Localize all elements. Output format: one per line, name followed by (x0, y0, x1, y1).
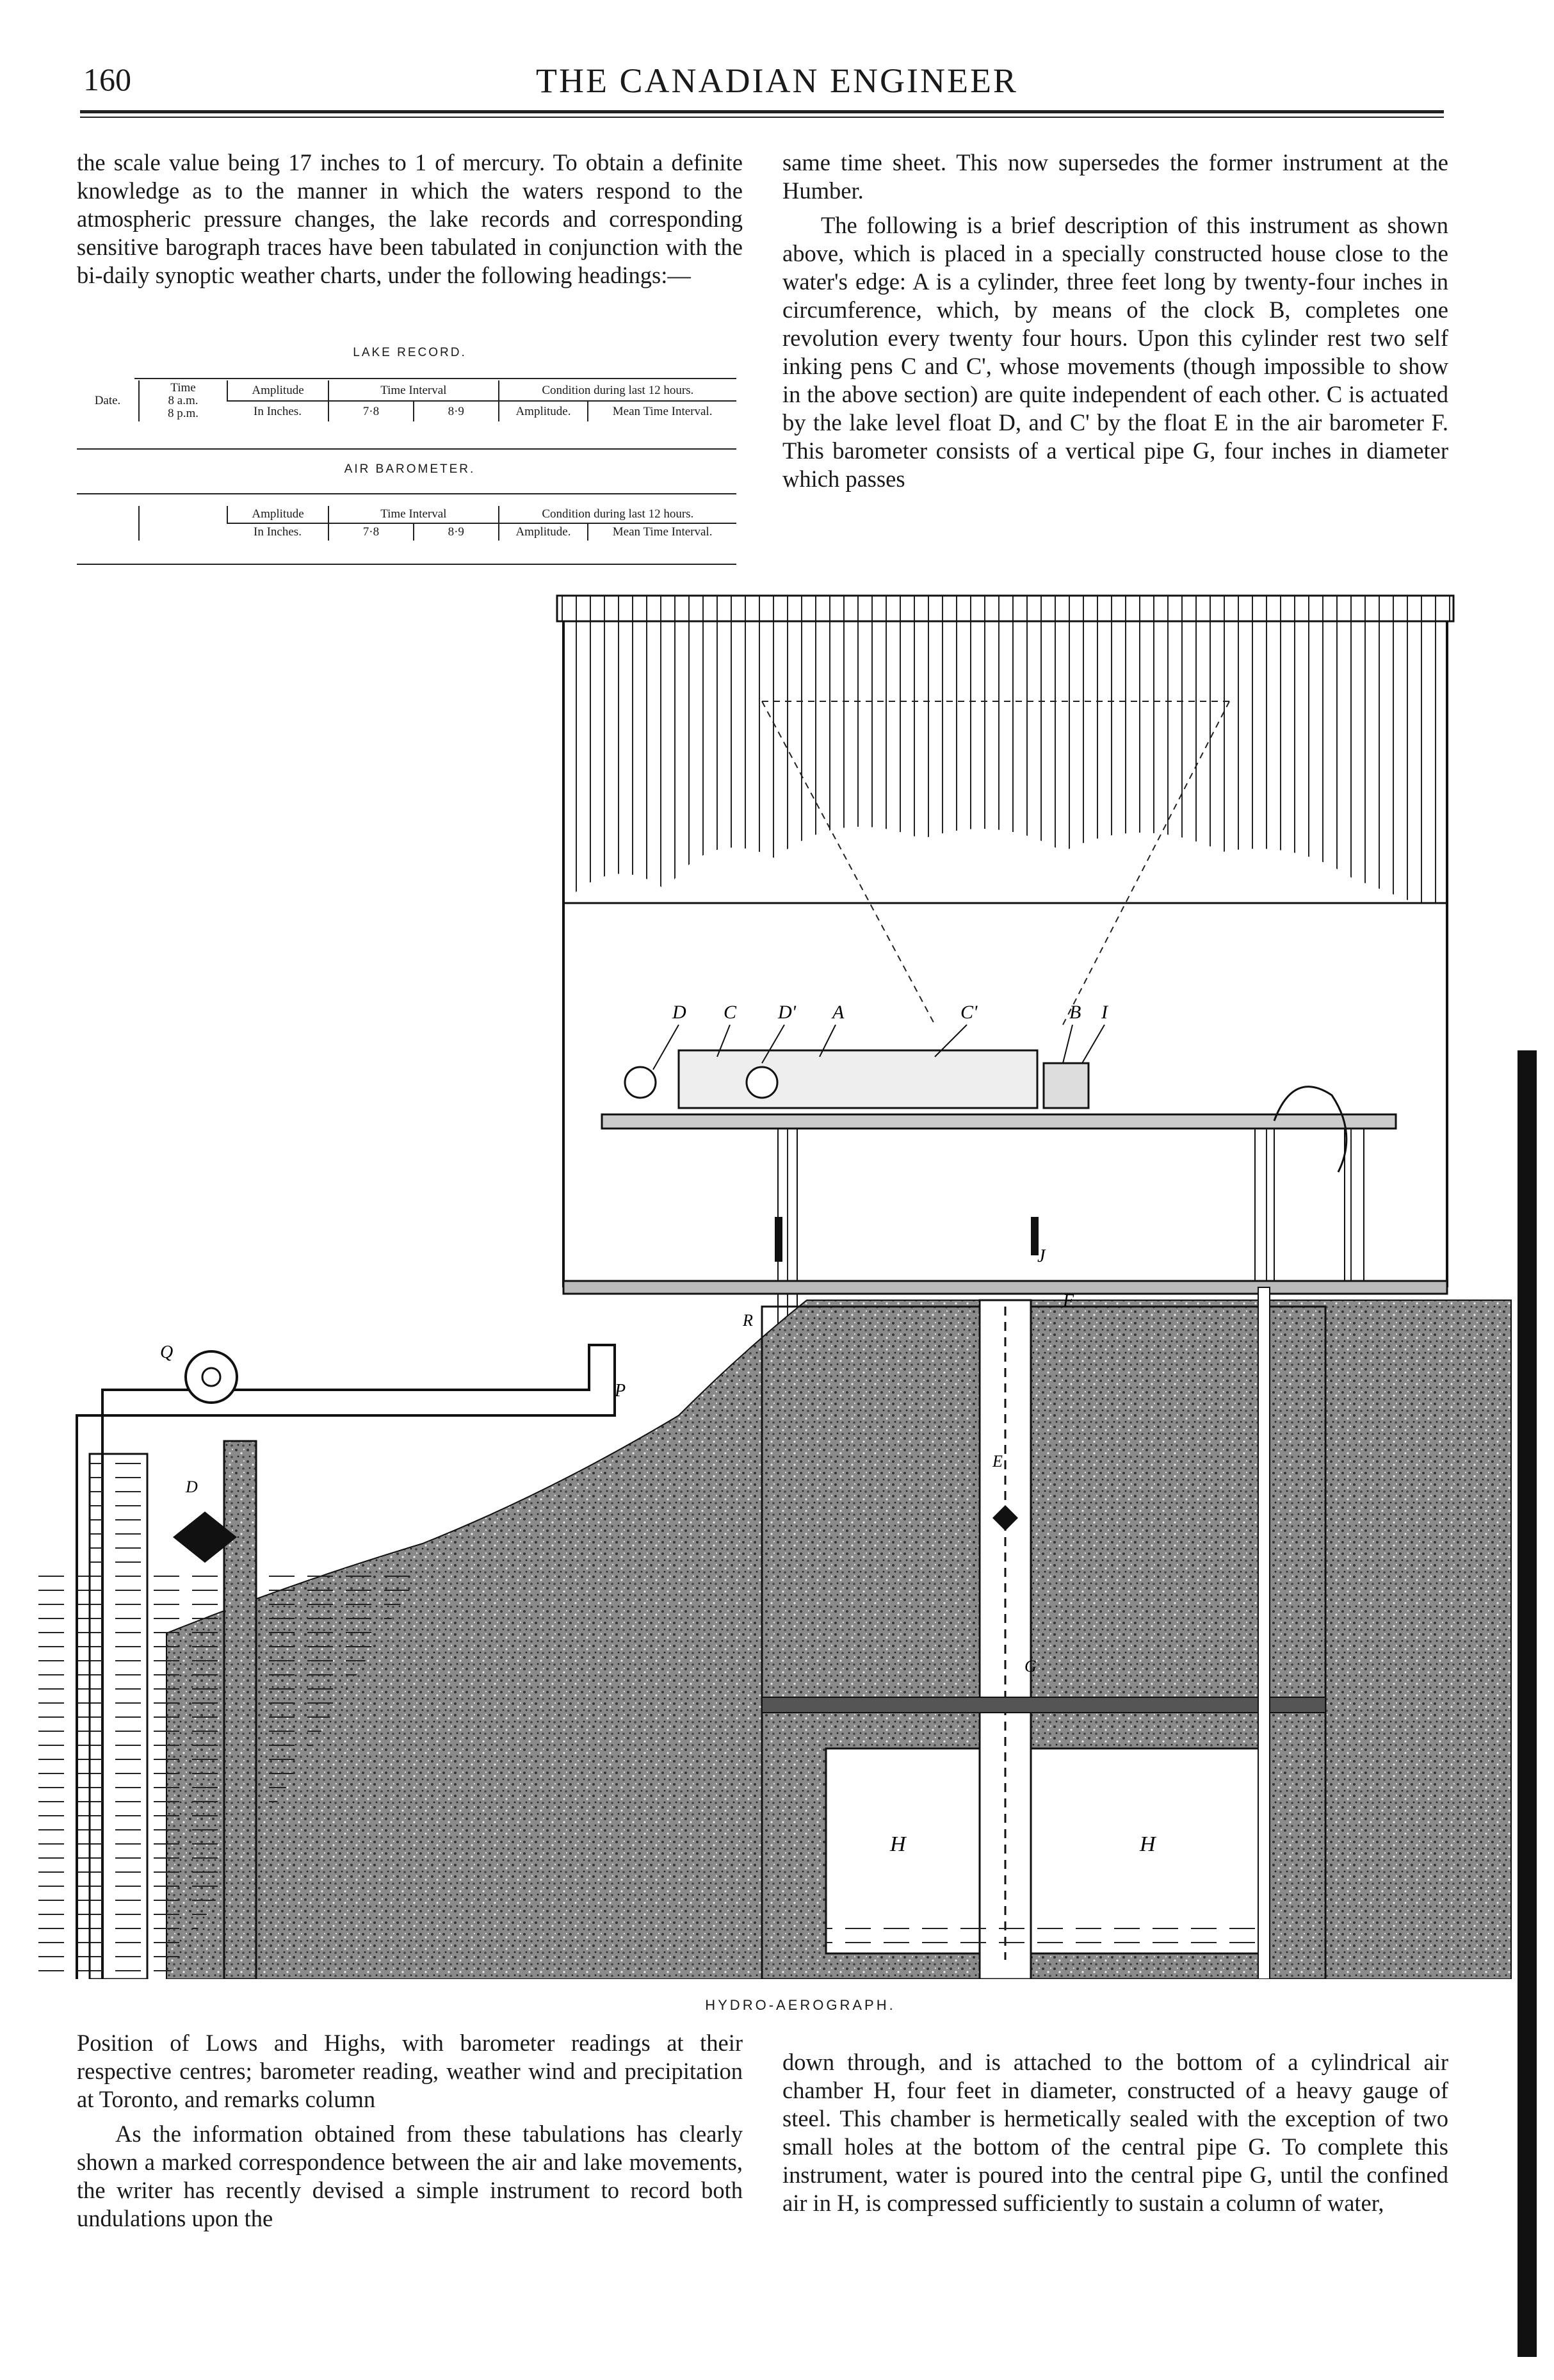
figure-caption: HYDRO-AEROGRAPH. (705, 1997, 896, 2013)
pulley (624, 1066, 657, 1099)
svg-text:Q: Q (160, 1342, 173, 1362)
float-d (173, 1512, 237, 1563)
header-rule (80, 110, 1444, 113)
svg-text:R: R (742, 1311, 753, 1330)
header-rule-thin (80, 117, 1444, 118)
table-rule (77, 448, 736, 450)
paragraph: As the information obtained from these t… (77, 2121, 743, 2231)
paragraph: same time sheet. This now supersedes the… (782, 149, 1448, 204)
air-barometer-table: Amplitude Time Interval Condition during… (77, 506, 743, 541)
interval-b: 8·9 (412, 400, 499, 421)
label-h: H (1139, 1832, 1157, 1856)
page-number: 160 (83, 61, 131, 97)
interval-b: 8·9 (412, 523, 499, 541)
svg-text:G: G (1024, 1657, 1037, 1675)
interval-a: 7·8 (328, 400, 414, 421)
pipe-p (76, 1344, 616, 1979)
condition-mean: Mean Time Interval. (587, 400, 736, 421)
condition-amplitude: Amplitude. (498, 523, 588, 541)
table-rule (77, 564, 736, 565)
amplitude-header: Amplitude (227, 506, 328, 523)
svg-text:J: J (1037, 1246, 1046, 1266)
interval-a: 7·8 (328, 523, 414, 541)
binding-shadow (1518, 1050, 1537, 2357)
label-h: H (889, 1832, 907, 1856)
shelf (601, 1113, 1397, 1130)
amplitude-unit: In Inches. (227, 523, 328, 541)
float-e (992, 1505, 1018, 1531)
left-column-top: the scale value being 17 inches to 1 of … (77, 149, 743, 296)
svg-text:D: D (185, 1478, 198, 1496)
svg-text:C': C' (960, 1002, 978, 1023)
empty-cell (138, 506, 227, 541)
table-rule (77, 493, 736, 494)
right-column-bottom: down through, and is attached to the bot… (782, 2048, 1448, 2224)
pulley (745, 1066, 779, 1099)
time-header: Time 8 a.m. 8 p.m. (138, 380, 227, 421)
amplitude-unit: In Inches. (227, 400, 328, 421)
empty-cell (77, 506, 140, 541)
interval-header: Time Interval (328, 380, 499, 401)
clock-b (1042, 1062, 1090, 1109)
paragraph: Position of Lows and Highs, with baromet… (77, 2030, 743, 2112)
paragraph: down through, and is attached to the bot… (782, 2049, 1448, 2216)
svg-text:F: F (1062, 1291, 1074, 1311)
date-header: Date. (94, 394, 121, 407)
paragraph: The following is a brief description of … (782, 212, 1448, 492)
condition-header: Condition during last 12 hours. (498, 380, 736, 401)
svg-text:P: P (614, 1381, 626, 1401)
condition-header: Condition during last 12 hours. (498, 506, 736, 523)
condition-amplitude: Amplitude. (498, 400, 588, 421)
condition-mean: Mean Time Interval. (587, 523, 736, 541)
svg-text:D': D' (777, 1002, 797, 1023)
svg-text:C: C (724, 1002, 737, 1023)
air-barometer-title: AIR BAROMETER. (344, 462, 476, 476)
svg-text:E: E (992, 1452, 1003, 1471)
interval-header: Time Interval (328, 506, 499, 523)
amplitude-header: Amplitude (227, 380, 328, 401)
left-column-bottom: Position of Lows and Highs, with baromet… (77, 2029, 743, 2239)
svg-text:A: A (831, 1002, 845, 1023)
paragraph: the scale value being 17 inches to 1 of … (77, 149, 743, 288)
journal-title: THE CANADIAN ENGINEER (536, 61, 1018, 100)
cylinder-a (677, 1049, 1039, 1109)
lake-record-table: Date. Time 8 a.m. 8 p.m. Amplitude Time … (77, 380, 743, 421)
svg-text:D: D (672, 1002, 686, 1023)
hydro-aerograph-figure: D C D' A C' B I R K Q P D J F E G H H (38, 594, 1512, 1979)
svg-text:B: B (1069, 1002, 1081, 1023)
table-rule (134, 378, 736, 379)
roof (556, 594, 1455, 623)
right-column-top: same time sheet. This now supersedes the… (782, 149, 1448, 500)
svg-text:I: I (1101, 1002, 1109, 1023)
lake-record-title: LAKE RECORD. (353, 346, 467, 359)
